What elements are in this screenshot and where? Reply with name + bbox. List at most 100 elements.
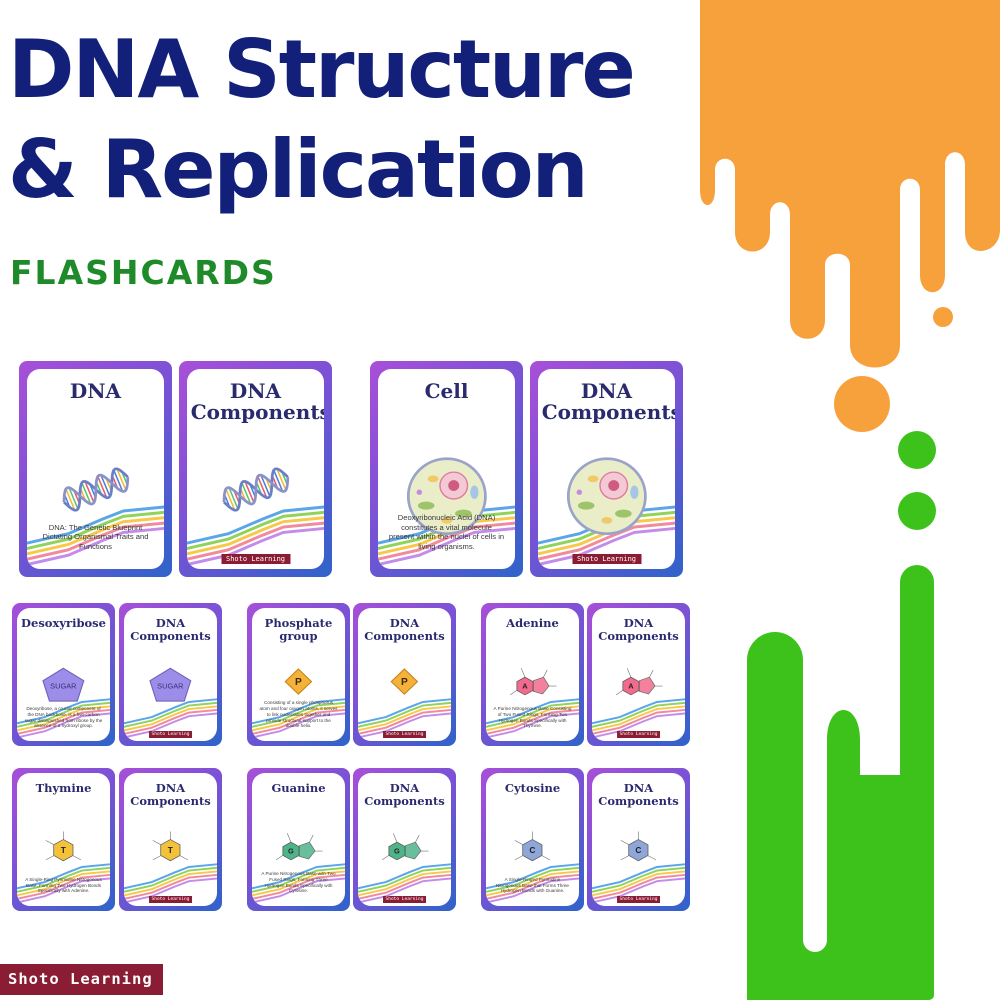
flashcard-illustration: A bbox=[592, 668, 685, 739]
flashcard-description: A Purine Nitrogenous Base Consisting of … bbox=[493, 706, 572, 729]
icon-label: C bbox=[635, 846, 641, 855]
flashcard-illustration: C bbox=[486, 831, 579, 904]
flashcard-title: DNA Components bbox=[598, 616, 679, 643]
flashcard-illustration: SUGAR bbox=[124, 667, 217, 739]
rainbow-stripes bbox=[252, 863, 345, 904]
rainbow-stripes bbox=[17, 698, 110, 739]
rainbow-stripes bbox=[358, 863, 451, 904]
flashcard-illustration bbox=[186, 467, 325, 566]
flashcard-illustration: T bbox=[124, 831, 217, 904]
cell-icon bbox=[566, 456, 647, 535]
flashcard-title: DNA Components bbox=[130, 781, 211, 808]
dna-helix-icon bbox=[62, 467, 129, 512]
rainbow-stripes bbox=[592, 863, 685, 904]
rainbow-stripes bbox=[252, 698, 345, 739]
phosphate-diamond-icon: P bbox=[284, 668, 313, 695]
flashcard: C Cytosine A Single-Ringed Pyrimidine Nit… bbox=[481, 768, 584, 911]
purine-molecule-icon: A bbox=[510, 668, 557, 696]
flashcard-title: Thymine bbox=[35, 781, 92, 796]
sugar-pentagon-icon: SUGAR bbox=[149, 667, 192, 702]
footer-brand-badge: Shoto Learning bbox=[0, 964, 163, 995]
flashcard-description: Consisting of a single phosphorus atom a… bbox=[259, 700, 338, 729]
pyrimidine-molecule-icon: C bbox=[514, 831, 551, 862]
flashcard-description: Deoxyribonucleic Acid (DNA) constitutes … bbox=[388, 513, 505, 551]
rainbow-stripes bbox=[186, 505, 325, 566]
icon-label: A bbox=[522, 682, 528, 691]
page-subtitle: FLASHCARDS bbox=[10, 253, 277, 292]
rainbow-stripes bbox=[486, 863, 579, 904]
flashcard-title: DNA Components bbox=[130, 616, 211, 643]
rainbow-stripes bbox=[124, 698, 217, 739]
flashcard-illustration: SUGAR bbox=[17, 667, 110, 739]
flashcard-face: A Adenine A Purine Nitrogenous Base Consi… bbox=[486, 608, 579, 741]
flashcard-description: A Single-Ringed Pyrimidine Nitrogenous B… bbox=[496, 876, 569, 894]
icon-label: T bbox=[61, 846, 66, 855]
flashcard-title: Cytosine bbox=[504, 781, 561, 796]
icon-label: C bbox=[529, 846, 535, 855]
icon-label: SUGAR bbox=[50, 682, 76, 691]
flashcard-description: DNA: The Genetic Blueprint Dictating Org… bbox=[42, 522, 149, 551]
flashcard-brand-badge: Shoto Learning bbox=[148, 730, 193, 738]
icon-label: T bbox=[168, 846, 173, 855]
flashcard-title: Adenine bbox=[506, 616, 559, 631]
flashcard-brand-badge: Shoto Learning bbox=[616, 895, 661, 903]
flashcard-brand-badge: Shoto Learning bbox=[616, 730, 661, 738]
flashcard: G Guanine A Purine Nitrogenous Base with … bbox=[247, 768, 350, 911]
flashcard: T Thymine A Single-Ring Pyrimidine Nitrog… bbox=[12, 768, 115, 911]
green-drip-shape bbox=[747, 431, 936, 1000]
cell-icon bbox=[406, 456, 487, 535]
flashcard-title: DNA Components bbox=[364, 616, 445, 643]
icon-label: SUGAR bbox=[157, 682, 183, 691]
rainbow-stripes bbox=[486, 698, 579, 739]
flashcard-illustration: G bbox=[252, 833, 345, 904]
purine-molecule-icon: G bbox=[276, 833, 323, 861]
flashcard-title: Phosphate group bbox=[264, 616, 333, 643]
flashcard-illustration bbox=[537, 456, 676, 566]
flashcard-title: Guanine bbox=[271, 781, 326, 796]
flashcard-face: C Cytosine A Single-Ringed Pyrimidine Nit… bbox=[486, 773, 579, 906]
icon-label: P bbox=[295, 677, 302, 688]
flashcard-illustration bbox=[377, 456, 516, 566]
flashcard-title: DNA Components bbox=[541, 378, 676, 425]
icon-label: G bbox=[288, 847, 294, 856]
flashcard-title: Cell bbox=[424, 378, 469, 403]
orange-drip-shape bbox=[700, 0, 1000, 432]
dna-helix-icon bbox=[222, 467, 289, 512]
rainbow-stripes bbox=[592, 698, 685, 739]
phosphate-diamond-icon: P bbox=[390, 668, 419, 695]
purine-molecule-icon: G bbox=[382, 833, 429, 861]
flashcard-face: G Guanine A Purine Nitrogenous Base with … bbox=[252, 773, 345, 906]
flashcard-brand-badge: Shoto Learning bbox=[571, 554, 642, 565]
sugar-pentagon-icon: SUGAR bbox=[42, 667, 85, 702]
icon-label: P bbox=[401, 677, 408, 688]
flashcard: A Adenine A Purine Nitrogenous Base Consi… bbox=[481, 603, 584, 746]
flashcard-description: A Purine Nitrogenous Base with Two Fused… bbox=[261, 871, 336, 894]
purine-molecule-icon: A bbox=[616, 668, 663, 696]
flashcard-title: DNA Components bbox=[190, 378, 325, 425]
rainbow-stripes bbox=[124, 863, 217, 904]
flashcard-description: A Single-Ring Pyrimidine Nitrogenous Bas… bbox=[25, 876, 102, 894]
flashcard-illustration: A bbox=[486, 668, 579, 739]
flashcard-illustration: P bbox=[252, 668, 345, 739]
icon-label: A bbox=[628, 682, 634, 691]
